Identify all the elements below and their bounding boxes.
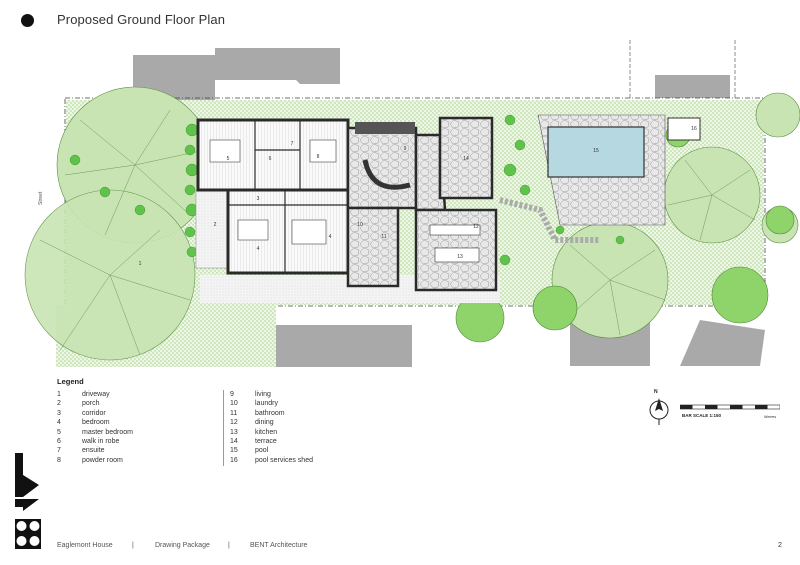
room-number-3: 3 (257, 196, 260, 202)
room-number-4a: 4 (257, 246, 260, 252)
room-number-16: 16 (691, 126, 697, 132)
room-number-4b: 4 (329, 234, 332, 240)
page-number: 2 (778, 542, 782, 549)
scale-text: BAR SCALE 1:150 (682, 413, 722, 418)
room-number-13: 13 (457, 254, 463, 260)
bent-logo (15, 453, 41, 549)
north-label: N (654, 389, 658, 395)
page-title: Proposed Ground Floor Plan (57, 12, 226, 27)
room-number-5: 5 (227, 156, 230, 162)
room-number-11: 11 (381, 234, 386, 240)
north-arrow-icon (649, 398, 669, 425)
scale-bar (680, 404, 780, 410)
legend-title: Legend (57, 377, 84, 386)
small-trees (455, 122, 795, 343)
legend-divider (223, 390, 224, 466)
street-label: Street (38, 191, 44, 205)
extension (346, 116, 498, 292)
site-boundary (64, 97, 766, 307)
room-number-15: 15 (593, 148, 599, 154)
footer-project: Eaglemont House (57, 542, 113, 549)
shrubs (69, 114, 656, 266)
room-number-7: 7 (291, 141, 294, 147)
floor-plan: 1 2 3 4 4 5 6 7 8 9 10 11 12 13 14 15 16… (24, 40, 800, 367)
footer-separator: | (228, 542, 230, 549)
room-number-2: 2 (214, 222, 217, 228)
room-number-10: 10 (357, 222, 363, 228)
scale-unit: Metres (764, 414, 777, 419)
footer-firm: BENT Architecture (250, 542, 308, 549)
title-bullet-icon (21, 14, 34, 27)
room-number-1: 1 (139, 261, 142, 267)
room-number-6: 6 (269, 156, 272, 162)
pool-shed (667, 117, 701, 141)
room-number-8: 8 (317, 154, 320, 160)
footer-package: Drawing Package (155, 542, 210, 549)
room-number-9: 9 (404, 146, 407, 152)
room-number-12: 12 (473, 224, 479, 230)
footer-separator: | (132, 542, 134, 549)
pool (547, 126, 645, 178)
room-number-14: 14 (463, 156, 469, 162)
